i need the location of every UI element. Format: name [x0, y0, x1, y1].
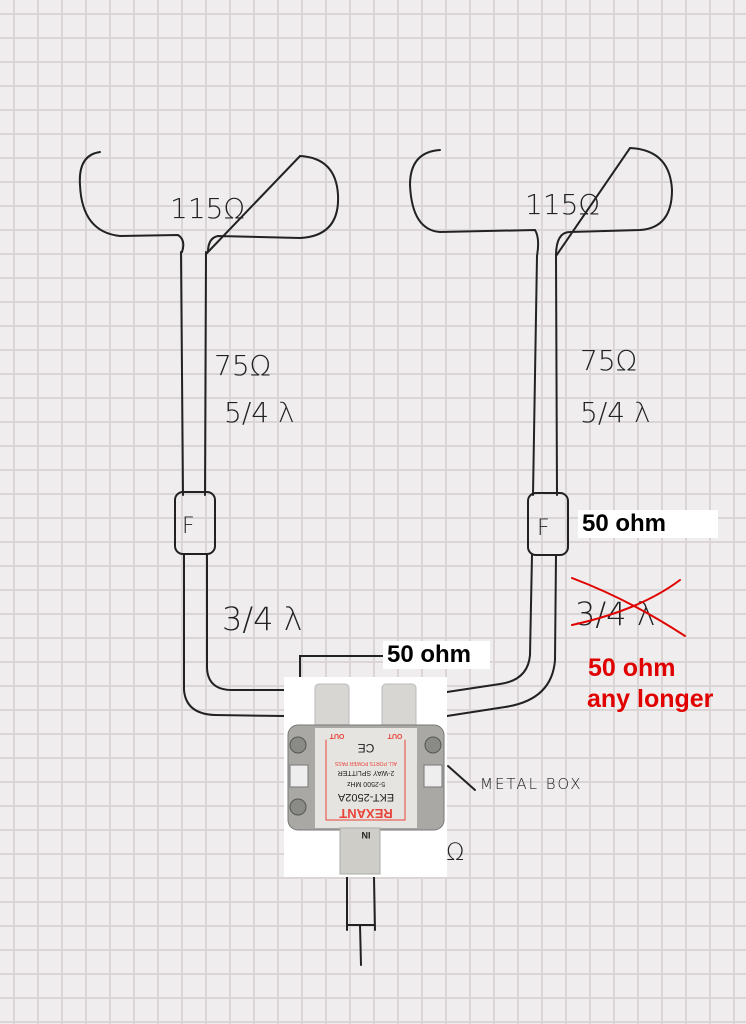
splitter-out-label-1: OUT [387, 732, 403, 739]
splitter-brand: REXANT [339, 806, 393, 821]
left-upper-cable [180, 251, 207, 496]
splitter-freq: 5-2500 MHz [346, 780, 385, 787]
right-connector-label: F [537, 516, 550, 541]
splitter-in-label: IN [362, 830, 371, 840]
bracket-line [299, 655, 384, 681]
output-impedance: Ω [446, 838, 464, 866]
left-antenna-impedance: 115Ω [170, 192, 245, 225]
red-note-line1: 50 ohm [588, 654, 676, 682]
right-lower-cable [446, 554, 557, 717]
splitter-model: EKT-2502A [337, 791, 394, 803]
right-cable-impedance: 75Ω [580, 344, 637, 377]
red-note-line2: any longer [587, 685, 714, 713]
splitter-type: 2-WAY SPLITTER [338, 769, 395, 776]
splitter-out-label-2: OUT [329, 732, 345, 739]
right-upper-cable [532, 255, 558, 496]
left-connector-label: F [182, 514, 195, 539]
strike-x [571, 577, 686, 637]
left-lower-length: 3/4 λ [222, 600, 303, 638]
right-antenna-impedance: 115Ω [525, 188, 600, 221]
splitter-ce: CE [358, 741, 375, 755]
left-lower-cable [183, 553, 285, 717]
splitter-input-note: 50 ohm [383, 641, 490, 669]
left-f-connector [174, 491, 216, 555]
right-cable-length: 5/4 λ [580, 396, 651, 429]
right-antenna [408, 146, 674, 260]
metal-box-label: METAL BOX [480, 775, 583, 793]
splitter-photo: IN REXANT EKT-2502A 5-2500 MHz 2-WAY SPL… [284, 677, 447, 877]
left-cable-length: 5/4 λ [224, 396, 295, 429]
output-cable [346, 876, 376, 966]
left-cable-impedance: 75Ω [214, 349, 271, 382]
metal-box-pointer [447, 765, 476, 791]
splitter-note: ALL PORTS POWER PASS [334, 760, 397, 766]
right-f-connector [527, 492, 569, 556]
right-connector-note: 50 ohm [578, 510, 718, 538]
left-antenna [78, 151, 340, 255]
